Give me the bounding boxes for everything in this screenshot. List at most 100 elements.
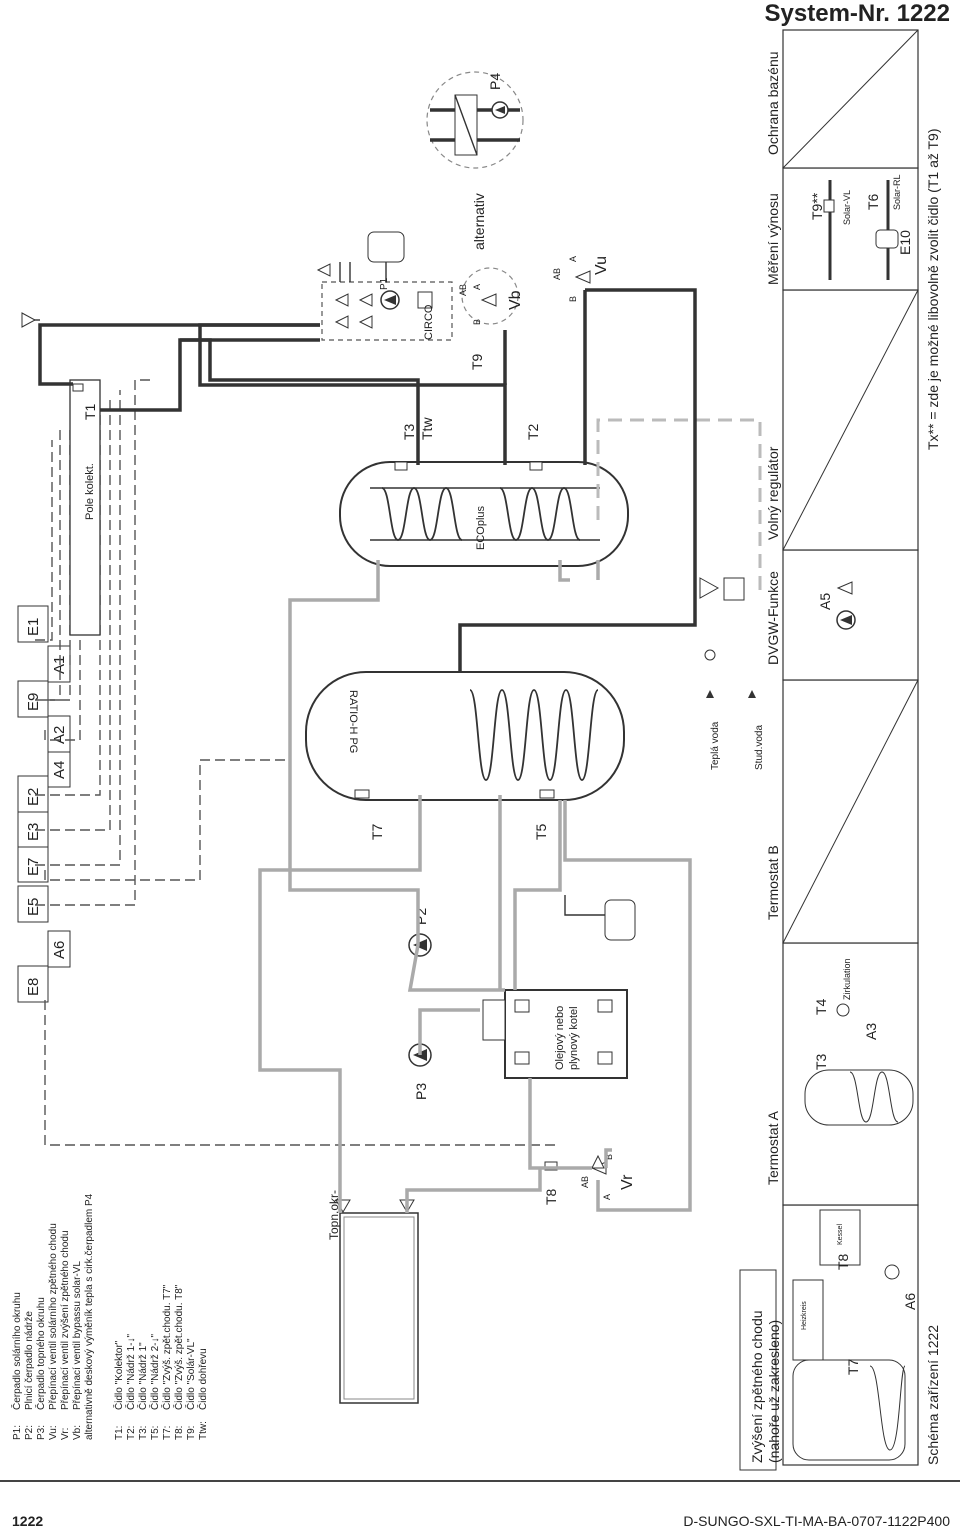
terminal-box bbox=[17, 775, 49, 813]
terminal-box bbox=[17, 885, 49, 923]
legend-key: Ttw: bbox=[198, 1421, 209, 1440]
vu-label: Vu bbox=[593, 256, 610, 275]
legend-key: P3: bbox=[36, 1425, 47, 1440]
legend-item: Čidlo "Nádrž 2-↓" bbox=[148, 1334, 161, 1410]
terminal-box bbox=[47, 930, 71, 968]
svg-text:B: B bbox=[472, 319, 482, 325]
svg-text:A: A bbox=[568, 256, 578, 262]
panel-free-regulator bbox=[782, 289, 919, 551]
terminal-label: E2 bbox=[25, 788, 42, 806]
panel-dvgw: A5 bbox=[782, 549, 919, 681]
legend-item: Čidlo "Solár-VL" bbox=[184, 1338, 197, 1410]
p4-label: P4 bbox=[487, 73, 503, 90]
t3-label: T3 bbox=[401, 423, 417, 440]
t7-label: T7 bbox=[369, 823, 385, 840]
p1-label: P1 bbox=[379, 277, 390, 290]
panel-a5: A5 bbox=[817, 593, 833, 610]
panel-heizkreis: Heizkreis bbox=[801, 1301, 808, 1330]
terminal-label: E8 bbox=[25, 978, 42, 996]
legend-key: T7: bbox=[162, 1426, 173, 1440]
ttw-label: Ttw bbox=[419, 417, 435, 440]
panel-title-pool: Ochrana bazénu bbox=[765, 51, 781, 155]
legend-key: P1: bbox=[12, 1425, 23, 1440]
panel-title-free-regulator: Volný regulátor bbox=[765, 446, 781, 540]
panel-a6: A6 bbox=[902, 1293, 918, 1310]
t8-label: T8 bbox=[543, 1188, 559, 1205]
svg-text:A: A bbox=[472, 284, 482, 290]
legend-item: Plnicí čerpadlo nádrže bbox=[24, 1311, 35, 1410]
valve-vr: Vr AB A B T8 bbox=[543, 1154, 636, 1205]
legend-item: Čerpadlo solárního okruhu bbox=[10, 1292, 23, 1410]
ratio-tank: RATIO-H PG T7 T5 bbox=[305, 671, 625, 840]
legend-item: Čidlo dohřevu bbox=[196, 1348, 209, 1410]
panel-pool bbox=[782, 29, 919, 169]
terminal-label: E5 bbox=[25, 898, 42, 916]
svg-text:AB: AB bbox=[552, 268, 562, 280]
solar-station: P1 CIRCO bbox=[21, 231, 453, 412]
terminal-box bbox=[17, 680, 49, 718]
svg-text:AB: AB bbox=[580, 1176, 590, 1188]
legend-key: T8: bbox=[174, 1426, 185, 1440]
collector-sensor-label: T1 bbox=[82, 403, 98, 420]
boiler: Olejový nebo plynový kotel bbox=[482, 989, 628, 1079]
legend-item: Čidlo "Nádrž 1" bbox=[136, 1342, 149, 1410]
legend-item: Přepínací ventil solárního zpětného chod… bbox=[48, 1223, 59, 1410]
document-code: D-SUNGO-SXL-TI-MA-BA-0707-1122P400 bbox=[683, 1513, 950, 1529]
page-number: 1222 bbox=[12, 1513, 44, 1529]
function-panels: Zvýšení zpětného chodu (nahoře už zakres… bbox=[739, 29, 941, 1471]
system-title: System-Nr. 1222 bbox=[764, 0, 950, 27]
legend-key: P2: bbox=[24, 1425, 35, 1440]
terminal-label: E1 bbox=[25, 618, 42, 636]
terminal-label: E7 bbox=[25, 858, 42, 876]
panel-kessel: Kessel bbox=[837, 1224, 844, 1245]
legend-item: Čidlo "Kolektor" bbox=[112, 1340, 125, 1410]
eco-tank: ECOplus T3 Ttw T2 T9 bbox=[339, 353, 629, 567]
p2-label: P2 bbox=[413, 908, 429, 925]
terminal-box bbox=[47, 715, 71, 753]
terminal-label: A6 bbox=[51, 941, 68, 959]
legend-item: Čidlo "Zvýš. zpět.chodu. T8" bbox=[172, 1284, 185, 1410]
panel-recirc: T7 T8 A6 Heizkreis Kessel bbox=[782, 1204, 919, 1466]
terminal-label: E9 bbox=[25, 693, 42, 711]
legend-key: T5: bbox=[150, 1426, 161, 1440]
legend-key: Vr: bbox=[60, 1428, 71, 1440]
panel-title-thermostat-a: Termostat A bbox=[765, 1110, 781, 1185]
cold-water-label: Stud.voda bbox=[754, 725, 765, 770]
p3-label: P3 bbox=[413, 1083, 429, 1100]
eco-tank-label: ECOplus bbox=[475, 505, 487, 550]
legend-item: Čidlo "Nádrž 1-↓" bbox=[124, 1334, 137, 1410]
t5-label: T5 bbox=[533, 823, 549, 840]
panel-title-thermostat-b: Termostat B bbox=[765, 845, 781, 920]
terminal-label: A4 bbox=[51, 761, 68, 779]
terminal-box bbox=[17, 845, 49, 883]
panel-yield: T9** Solar-VL T6 Solar-RL E10 bbox=[782, 167, 919, 291]
panel-a3: A3 bbox=[863, 1023, 879, 1040]
legend-item: alternativně deskový výměník tepla s cir… bbox=[84, 1193, 95, 1440]
panel-title-1: Zvýšení zpětného chodu bbox=[749, 1310, 765, 1463]
collector-label: Pole kolekt. bbox=[84, 463, 96, 520]
alternativ-label: alternativ bbox=[471, 193, 487, 250]
legend-key: Vb: bbox=[72, 1425, 83, 1440]
pump-p3: P3 bbox=[408, 1043, 432, 1100]
panel-zirkulation: Zirkulation bbox=[842, 958, 852, 1000]
valve-vb: Vb AB A B bbox=[458, 267, 524, 325]
legend-item: Přepínací ventil zvýšení zpětného chodu bbox=[60, 1230, 71, 1410]
svg-text:A: A bbox=[602, 1194, 612, 1200]
collector: Pole kolekt. T1 bbox=[69, 379, 101, 636]
terminal-box bbox=[17, 605, 49, 643]
pump-p2: P2 bbox=[408, 908, 432, 957]
footer-divider bbox=[0, 1480, 960, 1482]
circo-label: CIRCO bbox=[423, 304, 435, 340]
svg-text:(nahoře už zakresleno): (nahoře už zakresleno) bbox=[766, 1320, 782, 1463]
legend-item: Přepínací ventil bypassu solar-VL bbox=[72, 1261, 83, 1410]
panel-solar-rl: Solar-RL bbox=[892, 174, 902, 210]
valve-vu: Vu AB A B bbox=[552, 256, 610, 302]
vb-label: Vb bbox=[507, 290, 524, 310]
water-connections: Teplá voda Stud.voda bbox=[596, 418, 765, 770]
legend-item: Čerpadlo topného okruhu bbox=[34, 1297, 47, 1410]
pipes-dark bbox=[180, 288, 697, 672]
panel-t6: T6 bbox=[865, 193, 881, 210]
panel-footer-right: Tx** = zde je možné libovolně zvolit čid… bbox=[925, 129, 941, 451]
alternative-heat-exchanger: P4 alternativ bbox=[426, 71, 524, 250]
